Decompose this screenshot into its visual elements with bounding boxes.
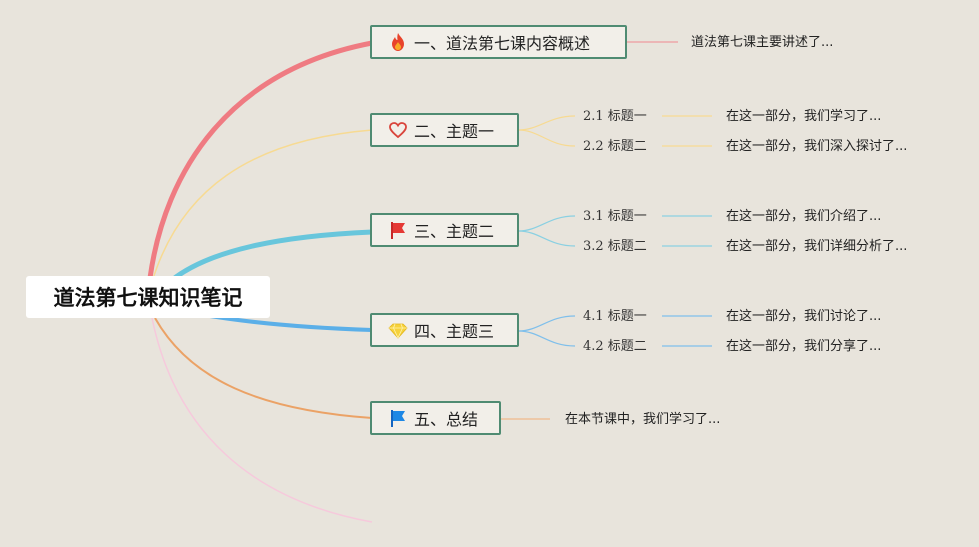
subtopic-note-2-2: 在这一部分，我们深入探讨了... [726,139,908,154]
subtopic-4-2[interactable]: 4.2 标题二 [583,339,647,354]
root-title: 道法第七课知识笔记 [53,286,243,310]
topic-node-1[interactable]: 一、道法第七课内容概述 [370,25,627,59]
red-flag-icon [388,220,408,240]
topic-node-5[interactable]: 五、总结 [370,401,501,435]
topic-label-2: 二、主题一 [414,122,495,141]
topic-label-5: 五、总结 [414,410,479,429]
root-node[interactable]: 道法第七课知识笔记 [26,276,270,318]
subtopic-4-1[interactable]: 4.1 标题一 [583,309,647,324]
branch-6 [151,317,373,523]
topic-note-1: 道法第七课主要讲述了... [691,35,834,50]
subtopic-note-4-2: 在这一部分，我们分享了... [726,339,882,354]
connector-2-2 [517,129,576,147]
branch-3 [169,229,375,283]
subtopic-note-3-2: 在这一部分，我们详细分析了... [726,239,908,254]
connector-2-1 [517,115,576,131]
subtopic-3-1[interactable]: 3.1 标题一 [583,209,647,224]
connector-4-1 [517,315,576,332]
subtopic-note-2-1: 在这一部分，我们学习了... [726,109,882,124]
branch-2 [151,129,373,283]
subtopic-2-2[interactable]: 2.2 标题二 [583,139,647,154]
branch-4 [208,314,374,332]
subtopic-3-2[interactable]: 3.2 标题二 [583,239,647,254]
topic-node-4[interactable]: 四、主题三 [370,313,519,347]
connector-3-2 [517,230,576,247]
subtopic-2-1[interactable]: 2.1 标题一 [583,109,647,124]
topic-label-4: 四、主题三 [414,322,495,341]
subtopic-note-3-1: 在这一部分，我们介绍了... [726,209,882,224]
topic-node-2[interactable]: 二、主题一 [370,113,519,147]
subtopic-note-4-1: 在这一部分，我们讨论了... [726,309,882,324]
diamond-icon [388,320,408,340]
topic-note-5: 在本节课中，我们学习了... [565,412,721,427]
topic-label-3: 三、主题二 [414,222,495,241]
heart-icon [388,120,408,140]
topic-label-1: 一、道法第七课内容概述 [414,34,591,53]
connector-3-1 [517,215,576,232]
branch-5 [154,317,373,419]
topic-node-3[interactable]: 三、主题二 [370,213,519,247]
connector-4-2 [517,330,576,347]
branch-1 [147,40,375,281]
blue-flag-icon [388,408,408,428]
fire-icon [388,32,408,52]
